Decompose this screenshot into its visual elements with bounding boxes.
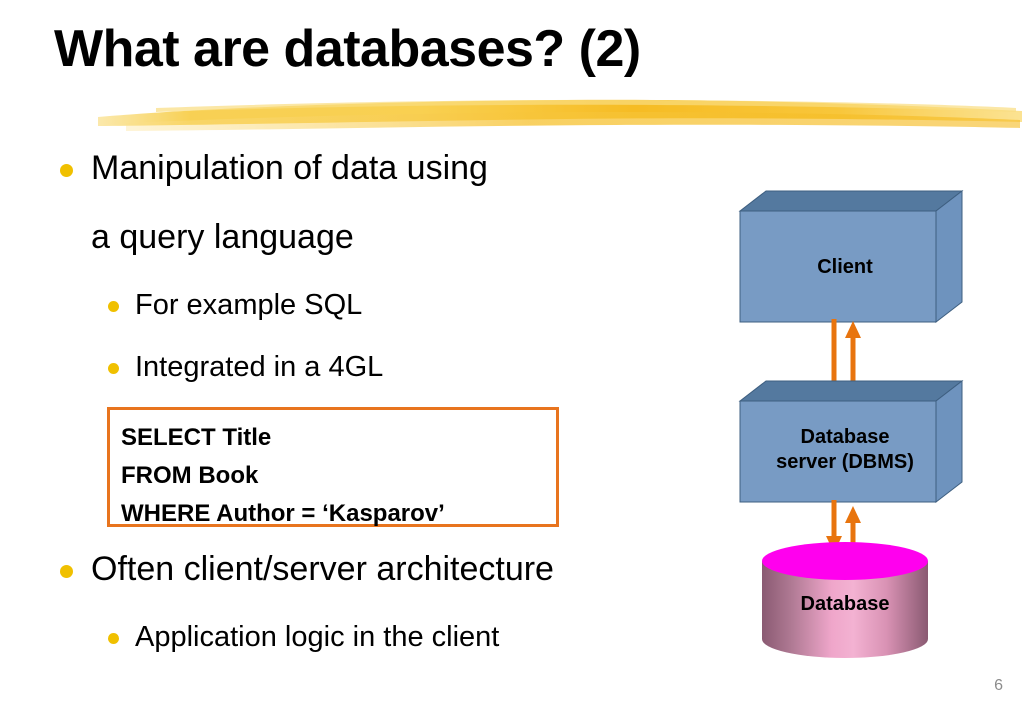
client-server-architecture-diagram: Client Database server (DBMS) Database [700,180,1000,665]
diagram-svg [738,189,964,658]
brush-underline-decoration [98,99,1022,131]
list-item: Application logic in the client [108,620,499,654]
list-item: Integrated in a 4GL [108,350,383,384]
sql-code-box: SELECT Title FROM Book WHERE Author = ‘K… [107,407,559,527]
list-item-continuation: a query language [91,218,354,256]
list-item-label: Integrated in a 4GL [135,351,384,383]
list-item-label: Often client/server architecture [91,550,554,588]
list-item-label: For example SQL [135,289,363,321]
page-number: 6 [994,677,1003,694]
bullet-dot-icon [108,363,119,374]
diagram-node-database [762,542,928,658]
bullet-dot-icon [108,301,119,312]
diagram-node-client [738,189,964,324]
sql-code-text: SELECT Title FROM Book WHERE Author = ‘K… [121,424,445,528]
list-item: Manipulation of data using [60,148,488,188]
list-item: Often client/server architecture [60,549,554,589]
page-title: What are databases? (2) [54,20,641,78]
bullet-dot-icon [60,164,73,177]
bullet-dot-icon [60,565,73,578]
list-item-label: Manipulation of data using [91,149,488,187]
list-item-label: Application logic in the client [135,621,500,653]
list-item: For example SQL [108,288,362,322]
bullet-dot-icon [108,633,119,644]
diagram-node-dbms [738,379,964,504]
